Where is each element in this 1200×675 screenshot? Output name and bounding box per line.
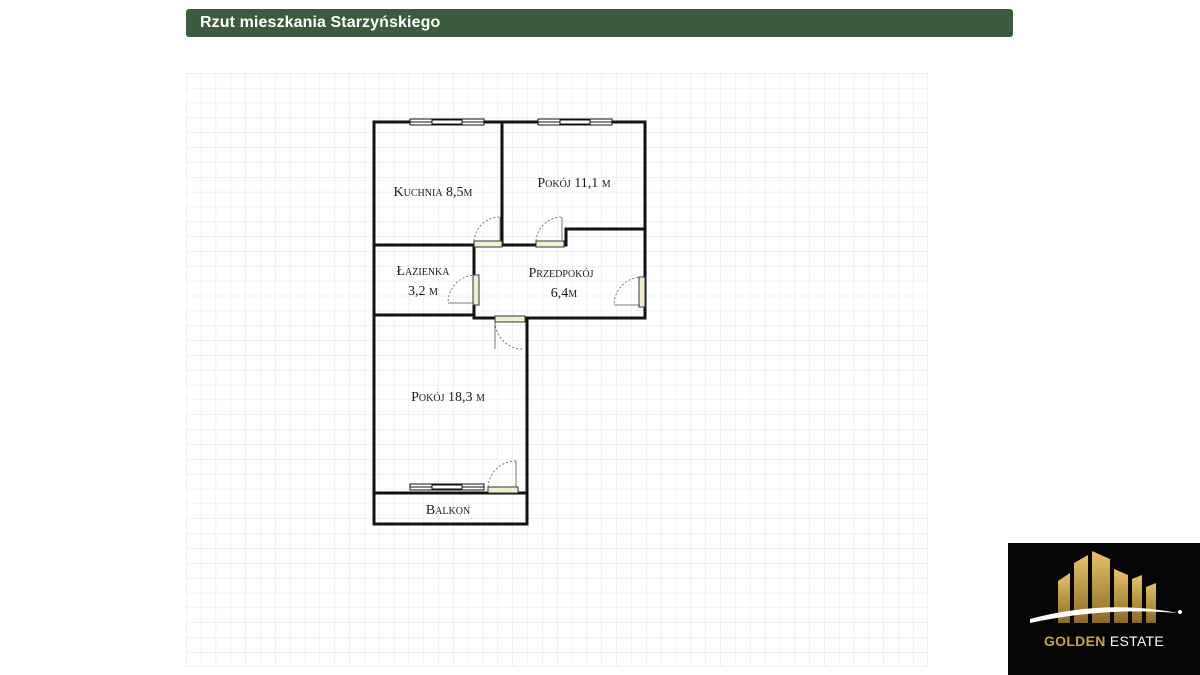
- window-kuchnia: [409, 118, 485, 126]
- label-pokoj-11: Pokój 11,1 m: [537, 176, 610, 191]
- label-przedpokoj: Przedpokój: [528, 266, 593, 281]
- door-entrance: [613, 276, 646, 308]
- buildings-icon: [1030, 551, 1182, 623]
- label-kuchnia: Kuchnia 8,5m: [394, 185, 473, 200]
- golden-estate-logo: GOLDEN ESTATE: [1008, 543, 1200, 675]
- floor-plan: Kuchnia 8,5m Pokój 11,1 m Łazienka 3,2 m…: [186, 73, 928, 667]
- door-lazienka: [447, 274, 480, 306]
- label-balkon: Balkon: [426, 503, 470, 518]
- label-przedpokoj-area: 6,4m: [551, 286, 578, 301]
- window-pokoj-11: [537, 118, 613, 126]
- label-pokoj-18: Pokój 18,3 m: [411, 390, 485, 405]
- grid-background: [186, 73, 928, 667]
- doors: [447, 216, 646, 494]
- door-pokoj-11: [535, 216, 565, 248]
- room-labels: Kuchnia 8,5m Pokój 11,1 m Łazienka 3,2 m…: [394, 176, 611, 518]
- page-title: Rzut mieszkania Starzyńskiego: [200, 14, 441, 31]
- label-lazienka: Łazienka: [397, 264, 451, 279]
- door-balkon: [487, 460, 519, 494]
- door-kuchnia: [473, 216, 503, 248]
- door-pokoj-18: [494, 315, 526, 350]
- windows: [409, 118, 613, 491]
- floor-plan-drawing: Kuchnia 8,5m Pokój 11,1 m Łazienka 3,2 m…: [186, 73, 928, 667]
- title-bar: Rzut mieszkania Starzyńskiego: [186, 9, 1013, 37]
- label-lazienka-area: 3,2 m: [408, 284, 438, 299]
- window-pokoj-18: [409, 483, 485, 491]
- logo-text: GOLDEN ESTATE: [1043, 633, 1165, 649]
